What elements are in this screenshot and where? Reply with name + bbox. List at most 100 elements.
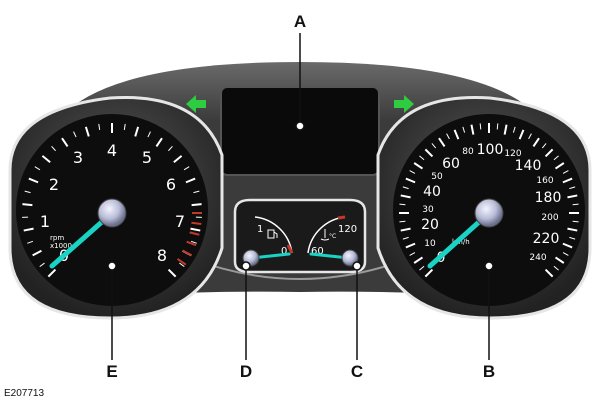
speed-label-10: 10 xyxy=(424,239,436,249)
speedometer-tick xyxy=(554,256,565,264)
speedometer-hub xyxy=(474,198,504,228)
small-gauges-pod: 1 0 °C 120 60 xyxy=(233,198,367,274)
tachometer-tick xyxy=(32,249,42,257)
tachometer-tick xyxy=(183,166,190,171)
speedometer-tick xyxy=(419,155,425,161)
speedometer-tick xyxy=(503,124,508,135)
tachometer-tick xyxy=(191,203,202,207)
speedometer-tick xyxy=(567,194,578,199)
speedometer-tick xyxy=(532,137,540,148)
speedometer-tick xyxy=(569,186,576,190)
tachometer-tick xyxy=(179,262,185,268)
tachometer-redline-tick xyxy=(189,231,200,236)
speed-label-180: 180 xyxy=(535,190,562,206)
speed-label-200: 200 xyxy=(541,213,558,223)
small-gauges-bezel xyxy=(233,198,367,274)
temperature-label-min: 60 xyxy=(311,246,324,257)
tachometer: 0 1 2 3 4 5 6 7 8 rpm x1000 xyxy=(8,95,224,320)
callout-b-dot xyxy=(484,261,494,271)
tachometer-tick xyxy=(123,123,126,130)
speedometer-tick xyxy=(567,227,578,232)
speedometer-tick xyxy=(419,265,425,271)
temperature-label-max: 120 xyxy=(338,224,357,235)
tachometer-redline xyxy=(176,212,202,266)
speed-label-120: 120 xyxy=(504,149,521,159)
tachometer-tick xyxy=(185,177,196,184)
callout-b: B xyxy=(483,362,495,381)
speedometer-tick xyxy=(541,143,547,149)
tachometer-tick xyxy=(51,145,56,152)
tachometer-redline-tick xyxy=(186,240,197,247)
speedometer-tick xyxy=(446,133,450,140)
tachometer-tick xyxy=(147,131,151,138)
tachometer-tick xyxy=(34,166,41,171)
speedometer-tick xyxy=(572,220,579,223)
tachometer-tick xyxy=(73,131,77,138)
speed-label-60: 60 xyxy=(442,156,460,172)
callout-e-dot xyxy=(107,261,117,271)
speedometer: 0 20 40 60 100 140 180 220 10 30 50 80 1… xyxy=(376,95,592,320)
speedometer-tick xyxy=(562,170,569,174)
temperature-gauge: °C 120 60 xyxy=(307,215,359,267)
speedometer-tick xyxy=(462,126,466,133)
tachometer-tick xyxy=(28,177,39,184)
tachometer-tick xyxy=(134,126,140,137)
speedometer-tick xyxy=(479,123,482,130)
speed-label-20: 20 xyxy=(421,217,439,233)
tach-label-5: 5 xyxy=(142,148,152,167)
speedometer-tick xyxy=(402,236,409,240)
tach-label-1: 1 xyxy=(40,212,50,231)
tach-label-2: 2 xyxy=(49,175,59,194)
fuel-pump-icon xyxy=(267,229,278,239)
tachometer-tick xyxy=(47,268,57,278)
temperature-gauge-red-zone xyxy=(337,215,346,220)
speedometer-tick xyxy=(562,252,569,256)
tach-label-4: 4 xyxy=(107,141,117,160)
tachometer-tick xyxy=(24,190,31,194)
tachometer-tick xyxy=(190,227,201,232)
tachometer-tick xyxy=(22,203,33,207)
speedometer-tick xyxy=(402,186,409,190)
speedometer-tick xyxy=(554,162,565,170)
tach-unit-multiplier: x1000 xyxy=(50,242,72,250)
callout-a: A xyxy=(294,12,306,31)
callout-c-dot xyxy=(352,261,362,271)
speedometer-tick xyxy=(496,123,499,130)
speedometer-tick xyxy=(569,236,576,240)
speedometer-tick xyxy=(572,203,579,206)
tachometer-tick xyxy=(193,190,200,194)
coolant-temperature-icon xyxy=(320,229,330,241)
temperature-unit: °C xyxy=(329,233,336,240)
figure-reference: E207713 xyxy=(4,388,44,399)
speed-label-40: 40 xyxy=(423,184,441,200)
callout-c: C xyxy=(351,362,363,381)
tach-label-7: 7 xyxy=(175,212,185,231)
speed-unit: km/h xyxy=(452,238,470,246)
callout-d: D xyxy=(240,362,252,381)
speed-label-50: 50 xyxy=(431,172,443,182)
speedometer-tick xyxy=(413,162,424,170)
speedometer-tick xyxy=(399,203,406,206)
tachometer-tick xyxy=(61,137,69,148)
tachometer-tick xyxy=(167,268,177,278)
callout-a-dot xyxy=(295,121,305,131)
arrow-right-icon xyxy=(394,95,414,113)
tachometer-hub xyxy=(97,198,127,228)
arrow-left-icon xyxy=(186,95,206,113)
speedometer-ticks xyxy=(399,123,579,278)
tach-label-3: 3 xyxy=(73,148,83,167)
speed-label-100: 100 xyxy=(477,142,504,158)
tachometer-tick xyxy=(41,155,51,164)
tachometer-redline-tick xyxy=(182,249,192,257)
tachometer-tick xyxy=(23,227,34,232)
fuel-label-max: 1 xyxy=(257,224,263,235)
speedometer-tick xyxy=(438,137,446,148)
speedometer-tick xyxy=(400,194,411,199)
speedometer-tick xyxy=(413,256,424,264)
speedometer-tick xyxy=(544,148,554,158)
tachometer-ticks xyxy=(22,123,202,278)
speedometer-tick xyxy=(562,177,573,184)
speed-label-140: 140 xyxy=(515,158,542,174)
speedometer-tick xyxy=(400,227,411,232)
